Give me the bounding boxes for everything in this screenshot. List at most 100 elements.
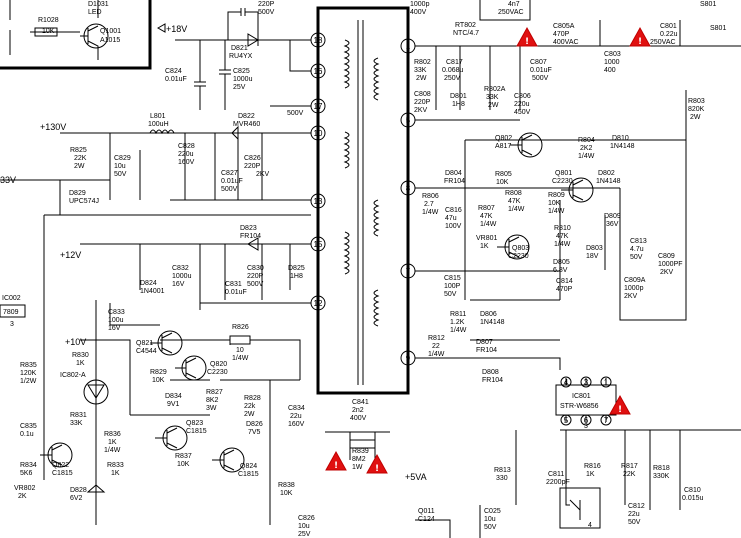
ic002-pin: 3 xyxy=(10,321,14,328)
label-q824p: C1815 xyxy=(238,471,259,478)
label-c830w: 500V xyxy=(247,281,264,288)
label-d804p: FR104 xyxy=(444,178,465,185)
label-q824: Q824 xyxy=(240,463,257,470)
label-l801v: 100uH xyxy=(148,121,169,128)
tx-pin-15: 15 xyxy=(314,240,323,249)
label-d806: D806 xyxy=(480,311,497,318)
label-r802w: 2W xyxy=(416,75,427,82)
label-q011p: C124 xyxy=(418,516,435,523)
label-c801v: 0.22u xyxy=(660,31,678,38)
label-d807: D807 xyxy=(476,339,493,346)
label-vr801: VR801 xyxy=(476,235,498,242)
label-r810v: 47K xyxy=(556,233,569,240)
ic801-pin-5: 5 xyxy=(564,416,569,425)
transistors-left xyxy=(40,300,245,525)
ic801-pin-3: 3 xyxy=(584,378,589,387)
label-d801p: 1H8 xyxy=(452,101,465,108)
label-c805av: 470P xyxy=(553,31,570,38)
label-c834: C834 xyxy=(288,405,305,412)
label-d834: D834 xyxy=(165,393,182,400)
label-r837v: 10K xyxy=(177,461,190,468)
ic002-regulator: IC002 7809 3 xyxy=(0,295,26,328)
label-c835v: 0.1u xyxy=(20,431,34,438)
label-c809a: C809A xyxy=(624,277,646,284)
label-r806v: 2.7 xyxy=(424,201,434,208)
label-r811: R811 xyxy=(450,311,466,318)
label-d802: D802 xyxy=(598,170,615,177)
label-r811w: 1/4W xyxy=(450,327,467,334)
label-c803w: 400 xyxy=(604,67,616,74)
label-c825v: 1000u xyxy=(233,76,253,83)
label-c803: C803 xyxy=(604,51,621,58)
label-d808: D808 xyxy=(482,369,499,376)
rail-5va: +5VA xyxy=(405,472,427,482)
warning-icon xyxy=(609,394,631,415)
tx-pin-1: 1 xyxy=(406,42,411,51)
label-r809w: 1/4W xyxy=(548,208,565,215)
label-r808w: 1/4W xyxy=(508,206,525,213)
label-c833v: 100u xyxy=(108,317,124,324)
label-d810p: 1N4148 xyxy=(610,143,635,150)
label-r835v: 120K xyxy=(20,370,37,377)
tx-pin-16: 16 xyxy=(314,67,323,76)
label-d825p: 1H8 xyxy=(290,273,303,280)
label-r804w: 1/4W xyxy=(578,153,595,160)
label-r810w: 1/4W xyxy=(554,241,571,248)
label-d829: D829 xyxy=(69,190,86,197)
label-r804: R804 xyxy=(578,137,595,144)
label-c803v: 1000 xyxy=(604,59,620,66)
label-led: LED xyxy=(88,9,102,16)
label-d801: D801 xyxy=(450,93,467,100)
label-r825w: 2W xyxy=(74,163,85,170)
label-c816: C816 xyxy=(445,207,462,214)
ic801-pin-7: 7 xyxy=(604,416,609,425)
label-c809v: 1000PF xyxy=(658,261,683,268)
label-d826p: 7V5 xyxy=(248,429,261,436)
label-r833v: 1K xyxy=(111,470,120,477)
label-r836w: 1/4W xyxy=(104,447,121,454)
label-r806: R806 xyxy=(422,193,439,200)
label-c835: C835 xyxy=(20,423,37,430)
label-s801: S801 xyxy=(700,1,716,8)
label-c806v: 220u xyxy=(514,101,530,108)
label-c808: C808 xyxy=(414,91,431,98)
label-c833: C833 xyxy=(108,309,125,316)
label-c025w: 50V xyxy=(484,524,497,531)
label-c815w: 50V xyxy=(444,291,457,298)
label-q011: Q011 xyxy=(418,508,435,515)
label-c817v: 0.068u xyxy=(442,67,464,74)
label-c801w: 250VAC xyxy=(650,39,676,46)
label-c500v: 500V xyxy=(258,9,275,16)
label-r807: R807 xyxy=(478,205,495,212)
label-q803: Q803 xyxy=(512,245,529,252)
warning-icon xyxy=(366,453,388,474)
label-r818v: 330K xyxy=(653,473,670,480)
label-c250vac: 250VAC xyxy=(498,9,524,16)
label-c025: C025 xyxy=(484,508,501,515)
label-q820p: C2230 xyxy=(207,369,228,376)
warning-mark: ! xyxy=(375,464,379,474)
label-c827w: 500V xyxy=(221,186,238,193)
label-r811v: 1.2K xyxy=(450,319,465,326)
tx-pin-5: 5 xyxy=(406,116,411,125)
label-c826bw: 25V xyxy=(298,531,311,538)
label-r802: R802 xyxy=(414,59,431,66)
label-q1001: Q1001 xyxy=(100,28,121,35)
label-c807v: 0.01uF xyxy=(530,67,552,74)
label-d821: D821 xyxy=(231,45,248,52)
label-q801: Q801 xyxy=(555,170,572,177)
label-ic801pin4: 4 xyxy=(588,522,592,529)
label-d822p: MVR460 xyxy=(233,121,260,128)
label-c816v: 47u xyxy=(445,215,457,222)
label-d809: D809 xyxy=(604,213,621,220)
label-r1028v: 10K xyxy=(42,28,55,35)
warning-icon xyxy=(325,450,347,471)
label-c833w: 16V xyxy=(108,325,121,332)
label-d809p: 36V xyxy=(606,221,619,228)
warning-triangles: ! ! ! ! ! xyxy=(325,26,651,474)
label-r839w: 1W xyxy=(352,464,363,471)
tx-pin-13: 13 xyxy=(314,197,323,206)
label-r813: R813 xyxy=(494,467,511,474)
